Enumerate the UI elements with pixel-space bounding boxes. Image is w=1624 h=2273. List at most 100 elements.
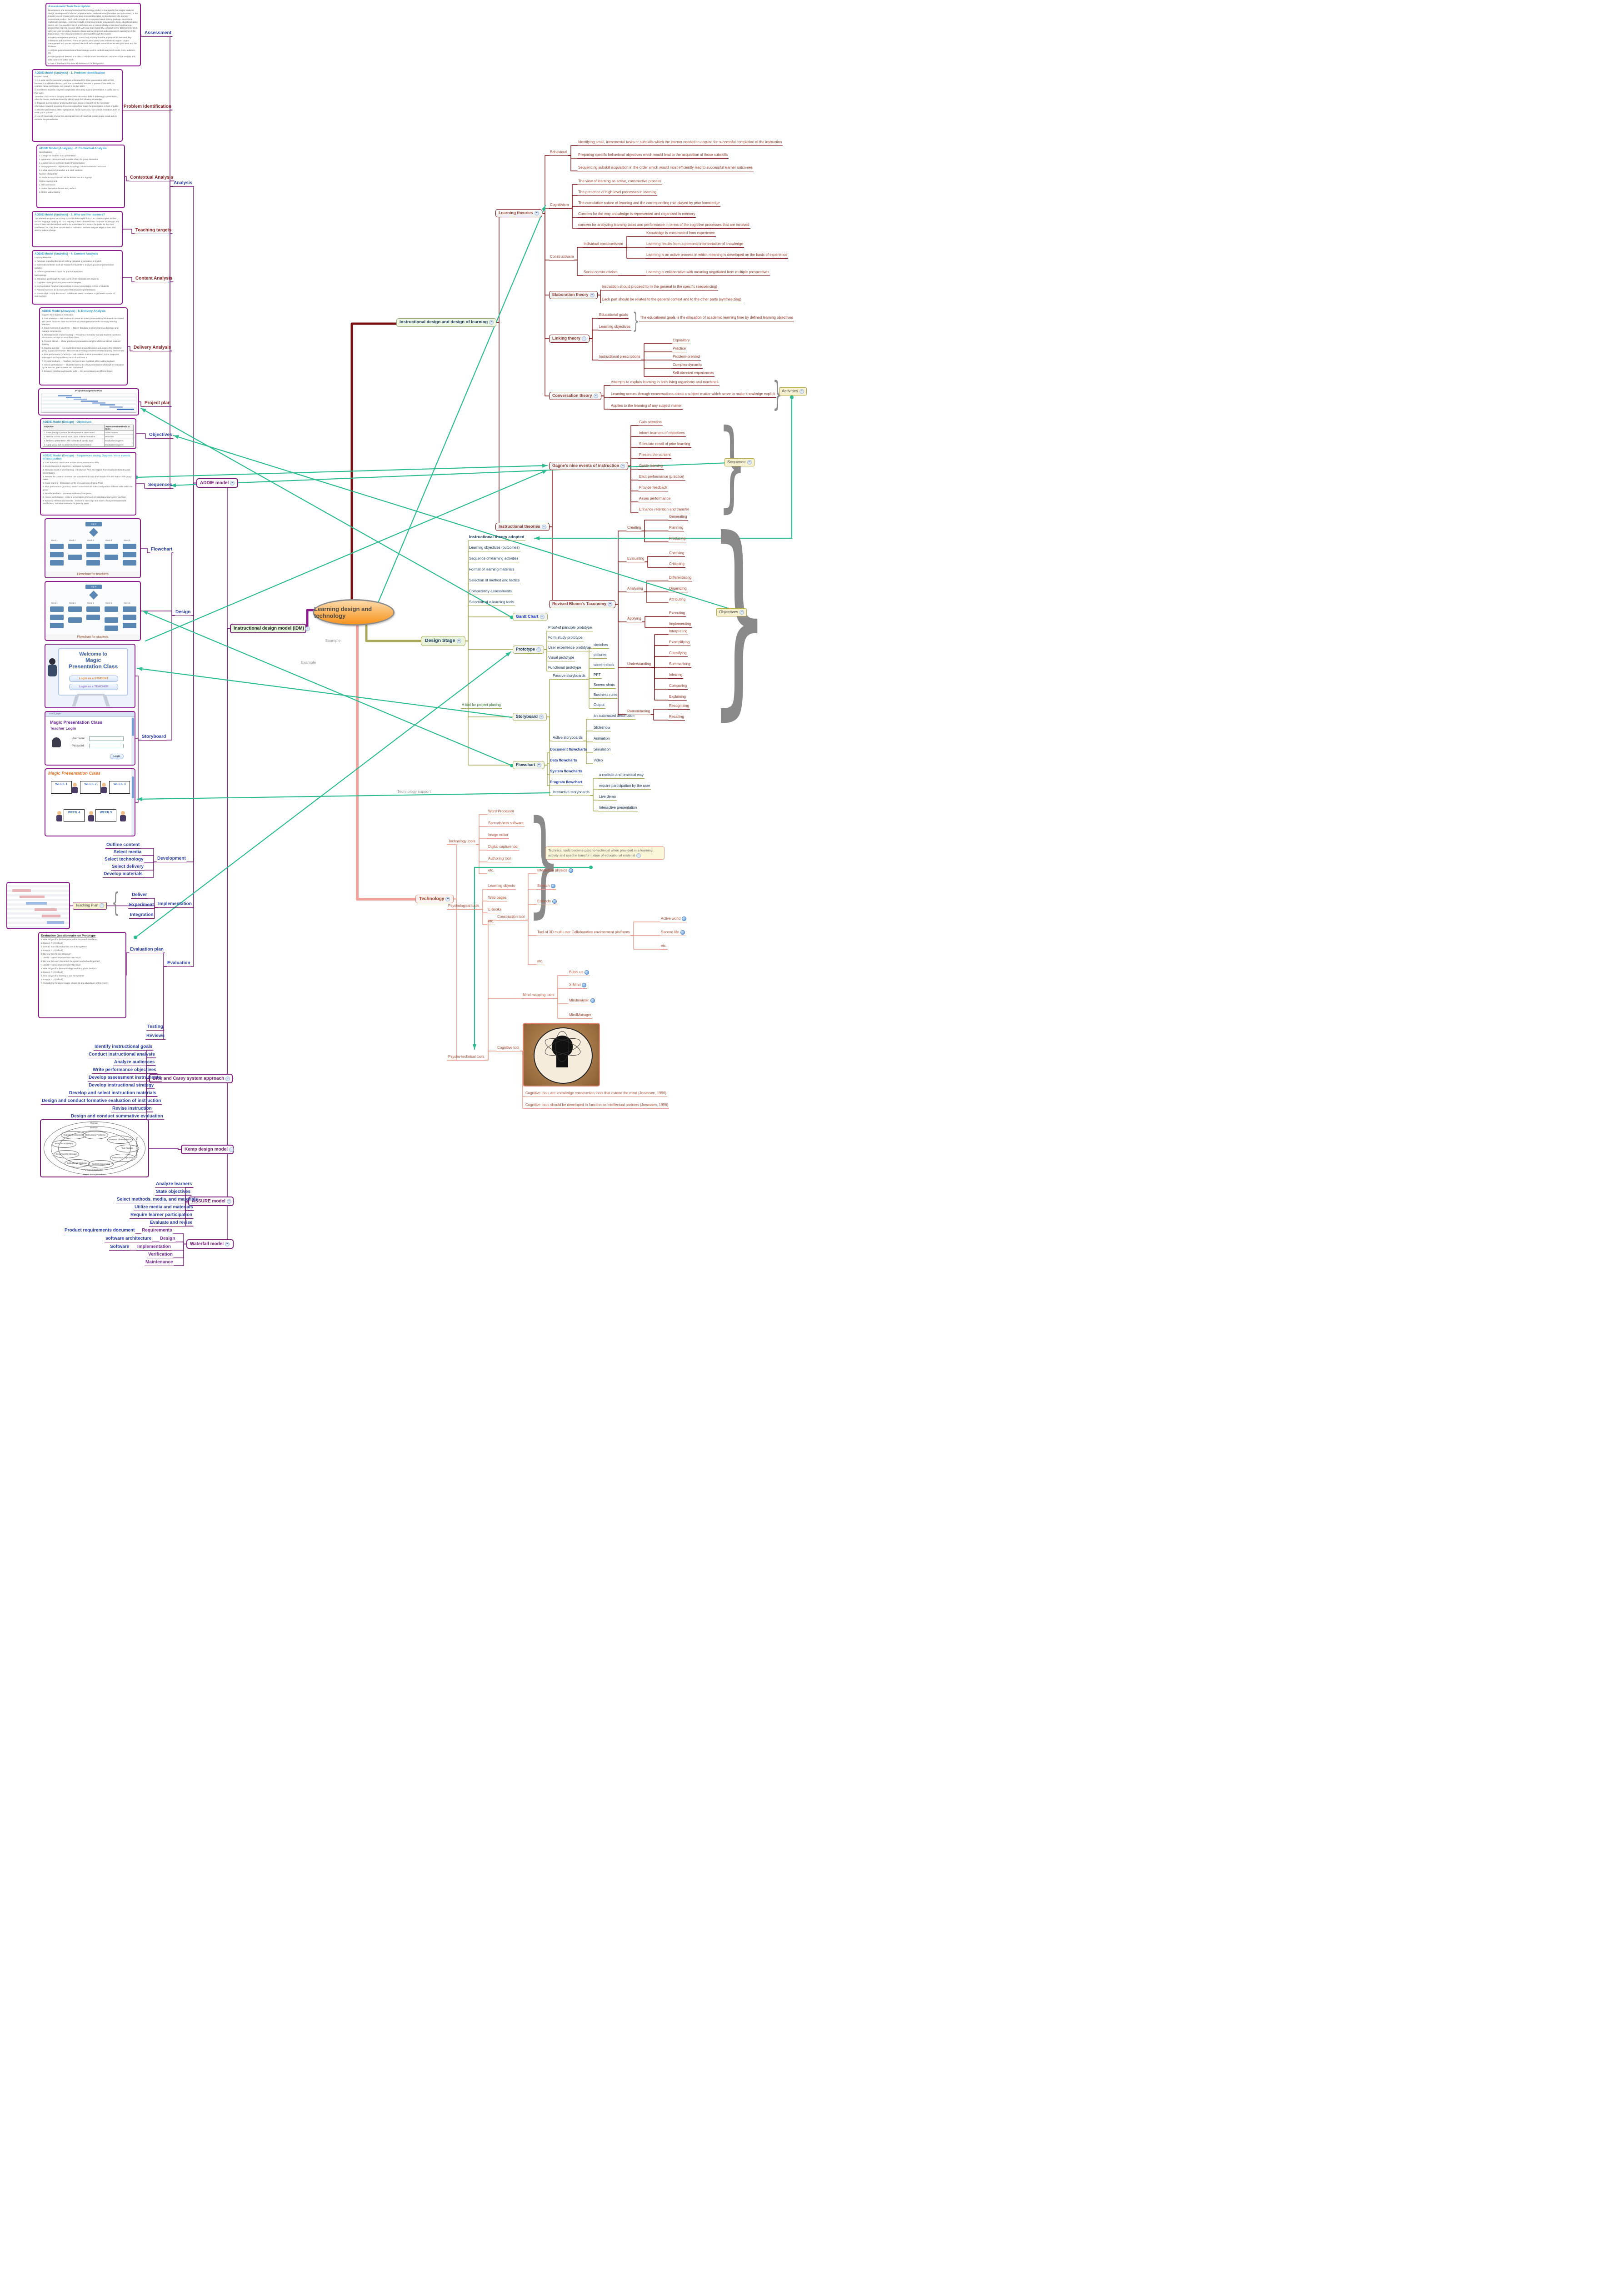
prototype-box[interactable]: Prototype− xyxy=(513,646,545,654)
understanding-6[interactable]: Comparing xyxy=(668,684,688,690)
scrollbar[interactable] xyxy=(131,717,135,765)
gagne-nine-events[interactable]: Gagne's nine events of instruction− xyxy=(549,462,629,470)
learners-doc[interactable]: ADDIE Model (Analysis) - 3. Who are the … xyxy=(32,211,123,247)
delivery-analysis[interactable]: Delivery Analysis xyxy=(133,345,172,352)
mindmap-1[interactable]: Bubbl.us xyxy=(568,970,590,976)
ptool-1[interactable]: Learning objects xyxy=(487,884,516,890)
cognitivism-5[interactable]: concern for analyzing learning tasks and… xyxy=(577,223,750,229)
linking-theory[interactable]: Linking theory− xyxy=(549,335,590,343)
teaching-plan[interactable]: Teaching Plan− xyxy=(73,902,107,910)
collapse-icon[interactable]: − xyxy=(536,647,541,652)
prescription-3[interactable]: Problem-orented xyxy=(672,355,701,360)
revised-blooms[interactable]: Revised Bloom's Taxonomy− xyxy=(549,600,616,608)
assure-4[interactable]: Utilize media and materials xyxy=(134,1204,194,1212)
elaboration-1[interactable]: Instruction should proceed form the gene… xyxy=(601,285,718,290)
assessment-task-doc[interactable]: Assessment Task Description Development … xyxy=(45,3,141,66)
collapse-icon[interactable]: − xyxy=(620,463,625,468)
kemp-model[interactable]: Kemp design model− xyxy=(181,1145,234,1155)
collapse-icon[interactable]: − xyxy=(230,481,235,486)
ptool-4[interactable]: etc. xyxy=(487,919,495,925)
teaching-plan-image[interactable] xyxy=(6,882,70,929)
dev-2[interactable]: Select media xyxy=(113,849,143,856)
ttool-2[interactable]: Spreadsheet software xyxy=(487,821,525,827)
understanding-3[interactable]: Classifying xyxy=(668,651,688,657)
educational-goals[interactable]: Educational goals xyxy=(598,313,629,319)
problem-identification-doc[interactable]: ADDIE Model (Analysis) - 1. Problem Iden… xyxy=(32,69,123,142)
waterfall-model[interactable]: Waterfall model− xyxy=(186,1239,234,1249)
dev-5[interactable]: Develop materials xyxy=(103,871,144,878)
impl-1[interactable]: Deliver xyxy=(131,892,148,899)
kemp-model-image[interactable]: Planning Revision Formative Evaluation P… xyxy=(40,1119,149,1177)
prescription-1[interactable]: Expository xyxy=(672,338,691,344)
flowchart-teachers-image[interactable]: Log in Week 1 Week 2 Week 3 Week 4 Week … xyxy=(45,518,141,578)
design-stage[interactable]: Design Stage− xyxy=(421,636,465,646)
gagne-2[interactable]: Inform learners of objectives xyxy=(638,431,686,437)
wf-maintenance[interactable]: Maintenance xyxy=(145,1259,174,1267)
dc-9[interactable]: Revise instruction xyxy=(111,1106,153,1113)
dev-1[interactable]: Outline content xyxy=(105,842,141,849)
prototype-5[interactable]: Functional prototype xyxy=(547,666,582,671)
analysis[interactable]: Analysis xyxy=(173,180,194,187)
flowchart-2[interactable]: Data flowcharts xyxy=(549,758,578,764)
understanding[interactable]: Understanding xyxy=(626,662,652,668)
cognitive-note-2[interactable]: Cognitive tools should be developed to f… xyxy=(525,1103,669,1109)
flowchart-4[interactable]: Program flowchart xyxy=(549,780,583,786)
prescription-5[interactable]: Self-directed experiences xyxy=(672,371,715,377)
collapse-icon[interactable]: − xyxy=(541,524,546,529)
individual-constructivism[interactable]: Individual constructivism xyxy=(583,242,624,248)
active-2[interactable]: Slideshow xyxy=(593,726,611,731)
prototype-2[interactable]: Form study prototype xyxy=(547,636,584,641)
dc-8[interactable]: Design and conduct formative evaluation … xyxy=(41,1098,162,1105)
dev-3[interactable]: Select technology xyxy=(104,856,145,864)
interactive-2[interactable]: require participation by the user xyxy=(598,784,651,790)
collapse-icon[interactable]: − xyxy=(582,336,587,341)
active-storyboards[interactable]: Active storyboards xyxy=(552,736,584,741)
ds-row-3[interactable]: Format of learning materials xyxy=(468,567,515,573)
instructional-theories[interactable]: Instructional theories− xyxy=(495,523,550,531)
tool-3d-2[interactable]: Second life xyxy=(660,930,686,936)
collapse-icon[interactable]: − xyxy=(445,896,450,901)
wf-requirements[interactable]: Requirements xyxy=(141,1227,173,1235)
passive-3[interactable]: screen shots xyxy=(593,663,615,669)
evaluation-plan[interactable]: Evaluation plan xyxy=(129,946,165,954)
social-constructivism[interactable]: Social constructivism xyxy=(583,270,619,276)
tool-3d-1[interactable]: Active world xyxy=(660,916,688,922)
collapse-icon[interactable]: − xyxy=(747,460,752,465)
remembering-1[interactable]: Recognizing xyxy=(668,704,690,710)
behavioral-1[interactable]: Identifying small, incremental tasks or … xyxy=(577,140,783,146)
individual-constructivism-1[interactable]: Knowledge is constructed from experience xyxy=(645,231,716,237)
flowchart-1[interactable]: Document flowcharts xyxy=(549,747,588,753)
psycho-technical-callout[interactable]: Technical tools become psycho-technical … xyxy=(545,846,665,860)
active-3[interactable]: Animation xyxy=(593,736,611,742)
creating-1[interactable]: Generating xyxy=(668,515,688,521)
ptool-3[interactable]: E-books xyxy=(487,907,503,913)
passive-2[interactable]: pictures xyxy=(593,653,608,659)
content-analysis[interactable]: Content Analysis xyxy=(135,275,174,283)
addie-model[interactable]: ADDIE model− xyxy=(196,478,239,488)
impl-3[interactable]: Integration xyxy=(129,912,155,919)
ttool-1[interactable]: Word Processor xyxy=(487,809,515,815)
activities-box[interactable]: Activities− xyxy=(779,387,807,396)
learning-theories[interactable]: Learning theories− xyxy=(495,209,542,217)
collapse-icon[interactable]: − xyxy=(226,1199,231,1204)
passive-7[interactable]: Output xyxy=(593,703,606,709)
ttool-6[interactable]: etc. xyxy=(487,868,495,874)
mindmap-4[interactable]: MindManager xyxy=(568,1013,592,1019)
construction-3[interactable]: Edmodo xyxy=(536,899,558,905)
psychological-tools[interactable]: Psychological tools xyxy=(447,904,480,910)
storyboard-left[interactable]: Storyboard xyxy=(141,734,167,741)
wf-implementation[interactable]: Implementation xyxy=(136,1244,172,1251)
ds-row-6[interactable]: Selection of e-learning tools xyxy=(468,600,515,606)
prescription-4[interactable]: Complex-dynamic xyxy=(672,363,703,369)
sequences-left[interactable]: Sequences xyxy=(147,482,173,489)
assessment[interactable]: Assessment xyxy=(144,30,172,37)
wf-design[interactable]: Design xyxy=(159,1236,176,1243)
ds-row-1[interactable]: Learning objectives (outcomes) xyxy=(468,546,521,551)
cognitivism-1[interactable]: The view of learning as active, construc… xyxy=(577,179,662,185)
collapse-icon[interactable]: − xyxy=(590,292,595,297)
elaboration-2[interactable]: Each part should be related to the gener… xyxy=(601,297,742,303)
individual-constructivism-2[interactable]: Learning results from a personal interpr… xyxy=(645,242,745,248)
central-topic[interactable]: Learning design and technology xyxy=(313,599,395,626)
collapse-icon[interactable]: − xyxy=(534,210,539,215)
objectives-doc[interactable]: ADDIE Model (Design) - Objectives Object… xyxy=(40,418,136,449)
